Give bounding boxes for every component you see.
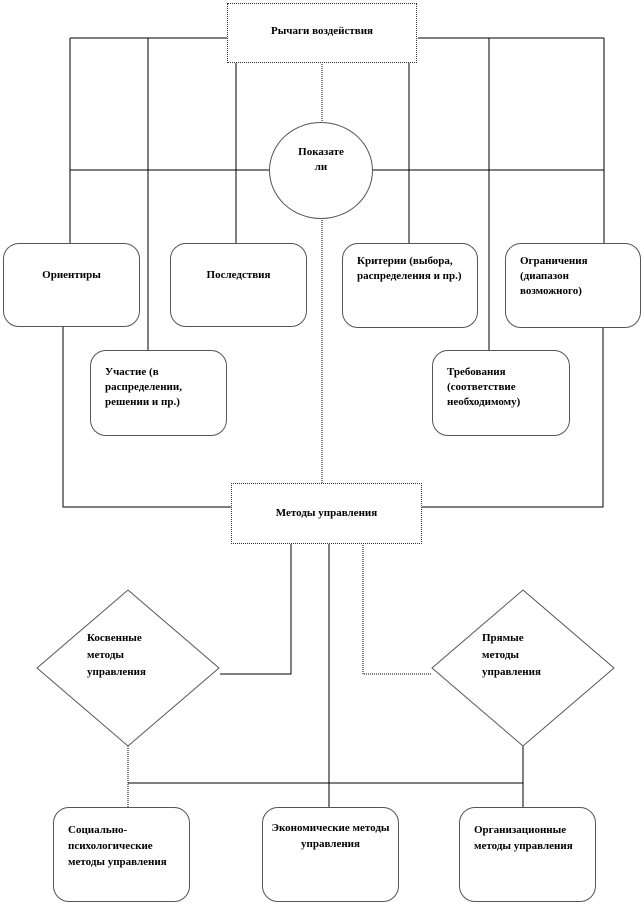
- connector-methods-to-pryamye: [362, 543, 432, 675]
- diamond-pryamye-line2: методы: [482, 649, 519, 661]
- box-uchastie: Участие (в распределении, решении и пр.): [90, 350, 227, 436]
- top-box-levers: Рычаги воздействия: [227, 3, 417, 63]
- diamond-kosvennye-line3: управления: [87, 666, 146, 678]
- box-orientiry: Ориентиры: [3, 243, 140, 327]
- connector-right-to-methods: [421, 327, 604, 508]
- indicators-ellipse: Показате ли: [269, 122, 373, 219]
- diamond-kosvennye-line2: методы: [87, 649, 124, 661]
- box-econ: Экономические методы управления: [262, 807, 399, 902]
- box-org: Организационные методы управления: [459, 807, 596, 902]
- box-kriterii-label: Критерии (выбора, распределения и пр.): [357, 255, 462, 282]
- methods-box: Методы управления: [231, 483, 422, 544]
- ellipse-label-line2: ли: [314, 161, 328, 173]
- box-trebovaniya: Требования (соответствие необходимому): [432, 350, 570, 436]
- box-ogranicheniya: Ограничения (диапазон возможного): [505, 243, 641, 328]
- box-econ-label: Экономические методы управления: [271, 822, 390, 850]
- methods-box-label: Методы управления: [275, 507, 378, 519]
- box-kriterii: Критерии (выбора, распределения и пр.): [342, 243, 478, 328]
- connector-left-to-methods: [62, 327, 232, 508]
- box-orientiry-label: Ориентиры: [42, 269, 101, 281]
- ellipse-label-line1: Показате: [298, 146, 344, 158]
- box-posledstviya-label: Последствия: [206, 269, 271, 281]
- diamond-pryamye-label: Прямые методы управления: [482, 630, 541, 681]
- diamond-kosvennye-shape: [36, 589, 220, 747]
- box-trebovaniya-label: Требования (соответствие необходимому): [447, 366, 521, 408]
- box-posledstviya: Последствия: [170, 243, 307, 327]
- box-uchastie-label: Участие (в распределении, решении и пр.): [105, 366, 182, 408]
- box-socio-psych-label: Социально-психологические методы управле…: [68, 824, 167, 868]
- box-org-label: Организационные методы управления: [474, 824, 573, 852]
- box-socio-psych: Социально-психологические методы управле…: [53, 807, 190, 902]
- diamond-pryamye-line3: управления: [482, 666, 541, 678]
- diamond-pryamye-shape: [431, 589, 615, 747]
- diamond-pryamye-line1: Прямые: [482, 632, 524, 644]
- box-ogranicheniya-label: Ограничения (диапазон возможного): [520, 255, 588, 297]
- top-box-label: Рычаги воздействия: [271, 24, 373, 37]
- diamond-kosvennye-line1: Косвенные: [87, 632, 142, 644]
- diamond-kosvennye-label: Косвенные методы управления: [87, 630, 146, 681]
- connector-methods-to-kosvennye: [220, 543, 292, 675]
